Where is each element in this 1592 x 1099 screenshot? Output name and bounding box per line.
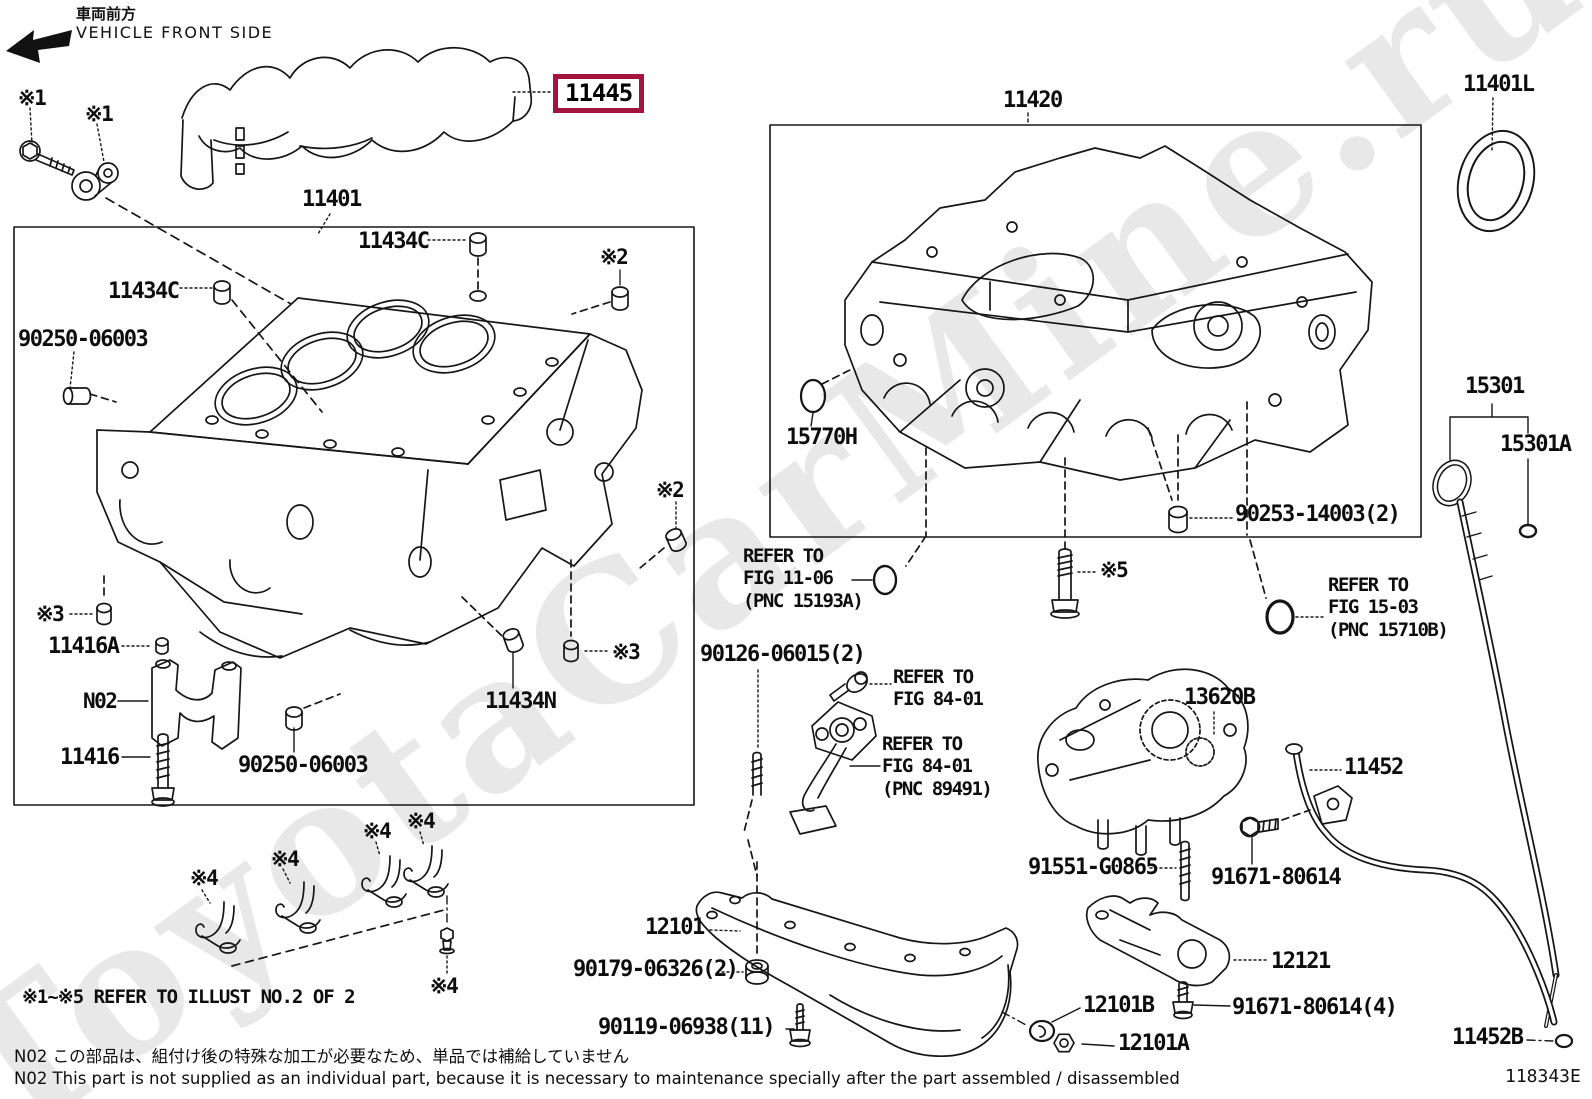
- label-90250-06003-a[interactable]: 90250-06003: [18, 327, 149, 352]
- label-90179-06326[interactable]: 90179-06326(2): [573, 957, 739, 982]
- vehicle-front-label-jp: 車両前方: [76, 5, 137, 23]
- oil-pan-hardware: [1028, 981, 1231, 1053]
- figure-code: 118343E: [1505, 1066, 1581, 1087]
- cylinder-block-hardware: [62, 232, 687, 807]
- cylinder-block-drawing: [96, 297, 643, 659]
- oil-nozzle-hooks-drawing: [195, 831, 455, 975]
- label-11434C-top[interactable]: 11434C: [358, 229, 430, 254]
- label-11420[interactable]: 11420: [1003, 88, 1063, 113]
- label-91551-G0865[interactable]: 91551-G0865: [1028, 855, 1159, 880]
- label-13620B[interactable]: 13620B: [1184, 685, 1256, 710]
- label-ref-fig-11-06: REFER TO FIG 11-06 (PNC 15193A): [743, 545, 864, 612]
- label-mark-4b: ※4: [271, 847, 300, 871]
- label-12101A[interactable]: 12101A: [1118, 1031, 1190, 1056]
- label-11434N[interactable]: 11434N: [485, 689, 557, 714]
- label-11452B[interactable]: 11452B: [1452, 1025, 1524, 1050]
- label-11401L[interactable]: 11401L: [1463, 72, 1535, 97]
- label-11401[interactable]: 11401: [302, 187, 362, 212]
- fig-84-01-parts-drawing: [743, 669, 892, 877]
- label-90250-06003-b[interactable]: 90250-06003: [238, 753, 369, 778]
- label-ref-fig-84-01b: REFER TO FIG 84-01 (PNC 89491): [882, 733, 993, 800]
- label-91671-80614[interactable]: 91671-80614: [1211, 865, 1342, 890]
- highlighted-part-number-11445[interactable]: 11445: [553, 74, 645, 113]
- insulator-11445-drawing: [180, 46, 552, 235]
- label-mark-2b: ※2: [656, 478, 685, 502]
- label-11434C-left[interactable]: 11434C: [108, 279, 180, 304]
- note-n02-english: N02 This part is not supplied as an indi…: [14, 1069, 1180, 1088]
- label-mark-1b: ※1: [85, 102, 114, 126]
- vehicle-front-label-en: VEHICLE FRONT SIDE: [76, 23, 274, 42]
- label-12101B[interactable]: 12101B: [1083, 993, 1155, 1018]
- label-91671-80614-4[interactable]: 91671-80614(4): [1232, 995, 1398, 1020]
- label-12101[interactable]: 12101: [645, 915, 705, 940]
- oil-seal-11401L-drawing: [1456, 97, 1536, 233]
- label-11416A[interactable]: 11416A: [48, 634, 120, 659]
- label-mark-4d: ※4: [407, 809, 436, 833]
- label-mark-4c: ※4: [363, 819, 392, 843]
- label-90126-06015[interactable]: 90126-06015(2): [700, 642, 866, 667]
- label-15770H[interactable]: 15770H: [786, 425, 858, 450]
- label-mark-3b: ※3: [612, 640, 641, 664]
- dipstick-drawing: [1432, 403, 1560, 1028]
- note-refer-illust: ※1~※5 REFER TO ILLUST NO.2 OF 2: [22, 986, 356, 1008]
- label-15301[interactable]: 15301: [1465, 374, 1525, 399]
- label-15301A[interactable]: 15301A: [1500, 432, 1572, 457]
- crankcase-drawing: [844, 145, 1373, 481]
- label-ref-fig-15-03: REFER TO FIG 15-03 (PNC 15710B): [1328, 574, 1449, 641]
- oil-pump-drawing: [1037, 668, 1249, 902]
- dipstick-tube-drawing: [1239, 743, 1574, 1049]
- label-N02-ref: N02: [83, 689, 118, 713]
- label-mark-5: ※5: [1100, 558, 1129, 582]
- label-11452[interactable]: 11452: [1344, 755, 1404, 780]
- label-90119-06938[interactable]: 90119-06938(11): [598, 1015, 776, 1040]
- crankcase-hardware: [799, 369, 1326, 635]
- oil-pan-drawing: [695, 861, 1029, 1058]
- label-mark-4e: ※4: [430, 974, 459, 998]
- right-part-box: [769, 112, 1422, 538]
- left-part-box: [13, 226, 695, 806]
- label-12121[interactable]: 12121: [1271, 949, 1331, 974]
- label-90253-14003[interactable]: 90253-14003(2): [1235, 502, 1401, 527]
- label-mark-1a: ※1: [18, 86, 47, 110]
- label-mark-2a: ※2: [600, 245, 629, 269]
- baffle-plate-drawing: [1085, 895, 1268, 987]
- label-mark-4a: ※4: [190, 866, 219, 890]
- label-mark-3a: ※3: [36, 602, 65, 626]
- label-ref-fig-84-01a: REFER TO FIG 84-01: [893, 666, 984, 711]
- note-n02-japanese: N02 この部品は、組付け後の特殊な加工が必要なため、単品では補給していません: [14, 1047, 630, 1066]
- knock-sensor-and-bolt-drawing: [19, 107, 292, 305]
- label-11416[interactable]: 11416: [60, 745, 120, 770]
- vehicle-front-arrow: [6, 30, 72, 63]
